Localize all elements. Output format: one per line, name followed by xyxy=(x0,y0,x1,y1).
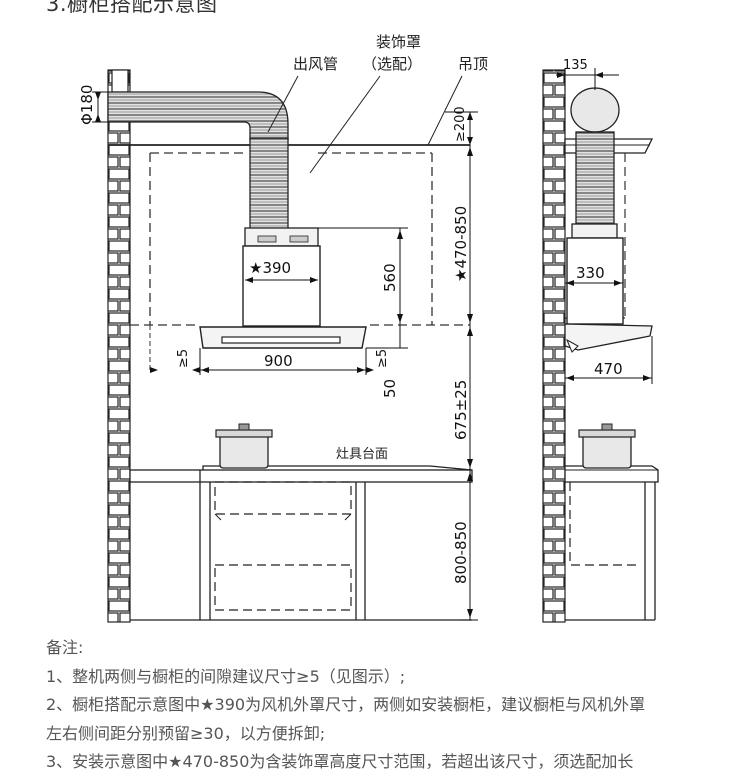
duct-end-circle xyxy=(570,87,620,133)
dim-ge200-label: ≥200 xyxy=(453,106,468,142)
notes-title: 备注: xyxy=(46,638,84,657)
dim-135-label: 135 xyxy=(563,58,588,73)
dim-900-label: 900 xyxy=(264,352,293,370)
pot xyxy=(215,423,273,469)
section-heading: 3.橱柜搭配示意图 xyxy=(46,0,218,16)
duct-horizontal xyxy=(107,91,289,141)
note-line-1: 1、整机两侧与橱柜的间隙建议尺寸≥5（见图示）; xyxy=(46,666,406,686)
dim-ge5-right-label: ≥5 xyxy=(375,349,390,368)
label-cover-optional: （选配） xyxy=(362,55,422,73)
label-counter: 灶具台面 xyxy=(336,447,388,462)
dim-50-label: 50 xyxy=(381,379,399,398)
note-line-3: 左右侧间距分别预留≥30，以方便拆卸; xyxy=(46,723,326,743)
notes: 备注: 1、整机两侧与橱柜的间隙建议尺寸≥5（见图示）; 2、橱柜搭配示意图中★… xyxy=(46,634,736,777)
dim-ge5-left-label: ≥5 xyxy=(176,349,191,368)
dim-330-label: 330 xyxy=(576,264,605,282)
dim-800-850-label: 800-850 xyxy=(452,521,470,584)
dim-560-label: 560 xyxy=(381,263,399,292)
side-duct-vertical xyxy=(575,131,615,225)
dim-470-label: 470 xyxy=(594,360,623,378)
duct-vertical xyxy=(249,137,289,231)
dim-star390-label: ★390 xyxy=(249,259,291,277)
dim-phi180-label: Φ180 xyxy=(78,85,96,125)
side-pot xyxy=(578,423,636,469)
cabinet-diagram: Φ180 ≥200 ★470-850 560 ★390 900 ≥5 ≥5 xyxy=(78,33,659,623)
label-duct: 出风管 xyxy=(293,55,338,73)
side-hood-panel xyxy=(564,323,653,351)
note-line-2: 2、橱柜搭配示意图中★390为风机外罩尺寸，两侧如安装橱柜，建议橱柜与风机外罩 xyxy=(46,695,646,714)
dim-675-label: 675±25 xyxy=(452,380,470,440)
left-brick-wall xyxy=(107,69,131,623)
label-cover: 装饰罩 xyxy=(376,33,421,51)
label-ceiling: 吊顶 xyxy=(458,55,488,73)
front-view: Φ180 ≥200 ★470-850 560 ★390 900 ≥5 ≥5 xyxy=(78,33,488,623)
right-brick-wall xyxy=(542,69,566,623)
note-line-4: 3、安装示意图中★470-850为含装饰罩高度尺寸范围，若超出该尺寸，须选配加长 xyxy=(46,752,634,771)
hood-cover xyxy=(242,245,321,327)
side-view: 135 330 470 xyxy=(542,58,659,623)
dim-470-850-label: ★470-850 xyxy=(452,206,470,282)
countertop xyxy=(129,469,473,483)
